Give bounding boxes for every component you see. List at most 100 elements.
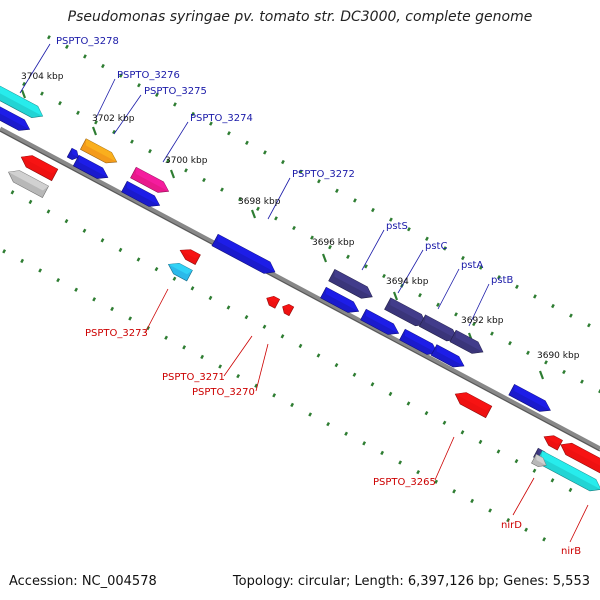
gene-blue[interactable] — [508, 383, 551, 412]
tick-mark — [515, 284, 519, 289]
tick-mark — [118, 247, 123, 253]
gene-red-tiny[interactable] — [266, 295, 281, 309]
tick-mark — [298, 343, 303, 349]
tick-mark — [380, 450, 385, 456]
tick-mark — [218, 364, 223, 369]
tick-mark — [83, 54, 87, 59]
tick-mark — [308, 412, 313, 417]
tick-mark — [10, 190, 15, 195]
kbp-label: 3692 kbp — [461, 316, 504, 326]
map-title: Pseudomonas syringae pv. tomato str. DC3… — [67, 9, 533, 25]
gene-label[interactable]: PSPTO_3272 — [292, 169, 355, 180]
tick-mark — [542, 537, 547, 542]
tick-mark — [460, 430, 465, 435]
tick-mark — [56, 277, 61, 283]
tick-mark — [434, 479, 439, 484]
gene-label[interactable]: pstC — [425, 241, 447, 252]
tick-mark — [22, 81, 26, 87]
gene-label[interactable]: nirB — [561, 546, 581, 557]
tick-mark — [550, 478, 555, 483]
gene-label[interactable]: PSPTO_3274 — [190, 113, 253, 124]
gene-lightblue[interactable] — [167, 262, 193, 282]
tick-mark — [551, 303, 555, 309]
tick-mark — [254, 383, 259, 388]
topology-text: Topology: circular; Length: 6,397,126 bp… — [232, 574, 590, 589]
tick-mark — [46, 209, 51, 214]
tick-mark — [166, 158, 170, 163]
leader-line — [569, 504, 589, 543]
gene-red[interactable] — [454, 392, 493, 419]
gene-blue-small[interactable] — [66, 147, 79, 160]
tick-mark — [496, 449, 501, 454]
tick-mark — [353, 198, 357, 203]
tick-mark — [443, 246, 447, 251]
gene-label[interactable]: PSPTO_3278 — [56, 36, 119, 47]
tick-mark — [173, 102, 177, 107]
leader-line — [437, 268, 460, 310]
tick-mark — [514, 458, 519, 464]
gene-blue-long[interactable] — [211, 233, 276, 274]
tick-mark — [112, 129, 116, 135]
tick-mark — [442, 420, 447, 425]
leader-line — [397, 249, 424, 294]
tick-mark — [580, 379, 584, 384]
gene-label[interactable]: pstA — [461, 260, 483, 271]
tick-mark — [328, 245, 332, 250]
tick-mark — [472, 321, 476, 327]
tick-mark — [524, 527, 529, 532]
tick-mark — [389, 217, 393, 222]
tick-mark — [406, 401, 411, 406]
tick-mark — [310, 235, 314, 240]
kbp-label: 3704 kbp — [21, 72, 64, 82]
kbp-tick — [392, 291, 399, 301]
tick-mark — [562, 369, 566, 375]
tick-mark — [533, 294, 537, 299]
tick-mark — [137, 83, 141, 88]
gene-pstC[interactable] — [384, 297, 427, 327]
tick-mark — [245, 140, 249, 145]
leader-line — [144, 288, 169, 334]
gene-label[interactable]: pstB — [491, 275, 513, 286]
tick-mark — [2, 249, 7, 254]
leader-line — [255, 343, 269, 392]
gene-label[interactable]: PSPTO_3275 — [144, 86, 207, 97]
tick-mark — [317, 179, 321, 184]
gene-label[interactable]: PSPTO_3273 — [85, 328, 148, 339]
gene-label[interactable]: PSPTO_3270 — [192, 387, 255, 398]
accession-text: Accession: NC_004578 — [9, 574, 157, 589]
tick-mark — [226, 305, 231, 310]
tick-mark — [20, 258, 25, 264]
tick-mark — [65, 44, 69, 49]
gene-label[interactable]: PSPTO_3265 — [373, 477, 436, 488]
tick-mark — [130, 139, 134, 144]
gene-label[interactable]: pstS — [386, 221, 408, 232]
genome-backbone — [0, 126, 600, 452]
leader-line — [512, 477, 535, 516]
tick-mark — [220, 187, 224, 192]
tick-mark — [587, 323, 591, 328]
tick-mark — [346, 254, 350, 259]
tick-mark — [227, 131, 231, 136]
tick-mark — [38, 268, 43, 273]
tick-mark — [292, 225, 296, 231]
tick-mark — [101, 63, 105, 69]
kbp-label: 3698 kbp — [238, 197, 281, 207]
tick-mark — [110, 306, 115, 312]
tick-mark — [569, 313, 573, 318]
kbp-label: 3696 kbp — [312, 238, 355, 248]
gene-pstA[interactable] — [418, 314, 459, 342]
gene-label[interactable]: nirD — [501, 520, 522, 531]
gene-red-tiny[interactable] — [282, 304, 295, 317]
gene-label[interactable]: PSPTO_3276 — [117, 70, 180, 81]
tick-mark — [256, 206, 260, 211]
leader-line — [468, 283, 490, 327]
tick-mark — [479, 265, 483, 270]
kbp-tick — [538, 370, 545, 380]
gene-red-small[interactable] — [179, 249, 201, 265]
kbp-label: 3702 kbp — [92, 114, 135, 124]
gene-red-small[interactable] — [543, 435, 563, 451]
gene-pstB[interactable] — [449, 329, 484, 354]
gene-label[interactable]: PSPTO_3271 — [162, 372, 225, 383]
leader-line — [19, 43, 51, 94]
tick-mark — [244, 314, 249, 320]
